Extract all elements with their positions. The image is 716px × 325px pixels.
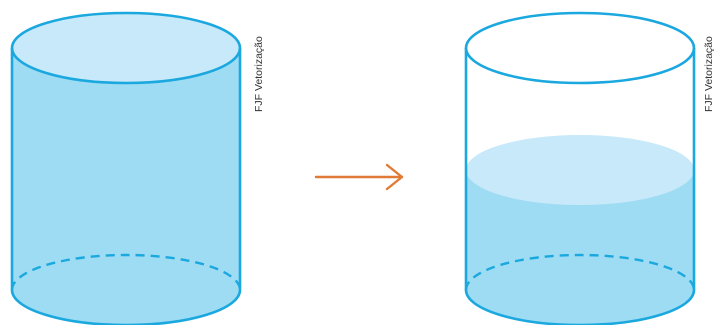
credit-label-right: FJF Vetorização: [703, 36, 715, 112]
credit-label-left: FJF Vetorização: [253, 36, 265, 112]
full-cylinder-water-surface: [12, 13, 240, 83]
full-cylinder-water-body: [12, 48, 240, 325]
full-cylinder: [12, 13, 240, 325]
partial-cylinder-water-surface: [466, 135, 694, 205]
partial-cylinder-top-rim: [466, 13, 694, 83]
transition-arrow: [316, 165, 402, 189]
partial-cylinder: [466, 13, 694, 325]
